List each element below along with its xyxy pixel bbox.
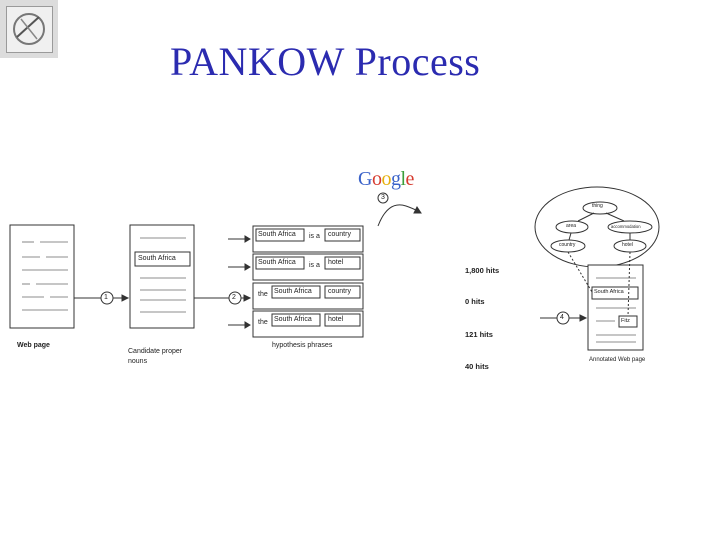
phrase-1-entity: South Africa xyxy=(258,231,296,238)
phrase-arrows xyxy=(228,235,251,329)
phrase-row-1 xyxy=(252,225,364,253)
candidate-label-2: nouns xyxy=(128,358,148,365)
hits-4: 40 hits xyxy=(465,362,489,371)
phrase-row-4 xyxy=(252,310,364,338)
step-3-label: 3 xyxy=(381,194,385,201)
phrase-1-middle: is a xyxy=(309,233,320,240)
step-2-circle xyxy=(228,291,242,305)
web-page-box xyxy=(9,224,75,329)
candidate-label-1: Candidate proper xyxy=(128,348,183,355)
phrase-3-prefix: the xyxy=(258,291,268,298)
node-area xyxy=(555,220,589,234)
step-2-label: 2 xyxy=(232,294,236,301)
candidate-south-africa-box xyxy=(134,251,191,267)
google-logo: Google xyxy=(358,168,414,190)
node-hotel-label: hotel xyxy=(622,242,633,248)
step-1-label: 1 xyxy=(104,294,108,301)
node-accommodation-label: accommodation xyxy=(611,224,641,229)
annotated-page-box xyxy=(587,264,644,351)
phrase-4-prefix: the xyxy=(258,319,268,326)
step-3-circle xyxy=(377,192,389,204)
phrase-row-2 xyxy=(252,253,364,281)
phrase-3-entity: South Africa xyxy=(274,288,312,295)
annotated-page-label: Annotated Web page xyxy=(589,357,646,363)
step-1-circle xyxy=(100,291,114,305)
phrase-3-concept: country xyxy=(328,288,351,295)
phrase-4-concept: hotel xyxy=(328,316,344,323)
phrase-2-concept: hotel xyxy=(328,259,344,266)
node-area-label: area xyxy=(566,223,577,229)
phrase-4-entity: South Africa xyxy=(274,316,312,323)
phrase-1-concept: country xyxy=(328,231,351,238)
web-page-label: Web page xyxy=(17,342,50,349)
annotated-south-africa: South Africa xyxy=(594,289,624,295)
hits-1: 1,800 hits xyxy=(465,266,500,275)
phrase-2-middle: is a xyxy=(309,262,320,269)
institution-logo xyxy=(6,6,53,53)
annotated-fitz: Fitz xyxy=(621,318,630,324)
slide-title: PANKOW Process xyxy=(170,39,481,84)
candidate-south-africa: South Africa xyxy=(138,255,176,262)
hits-3: 121 hits xyxy=(465,330,493,339)
node-country-label: country xyxy=(559,242,576,248)
phrase-2-entity: South Africa xyxy=(258,259,296,266)
candidate-box xyxy=(129,224,195,329)
logo-frame xyxy=(0,0,58,58)
hypothesis-label: hypothesis phrases xyxy=(272,342,333,349)
logo-emblem-graphic xyxy=(13,13,45,45)
node-thing-label: thing xyxy=(592,203,603,209)
step-4-circle xyxy=(556,311,570,325)
arrow-3 xyxy=(377,204,421,227)
phrase-row-3 xyxy=(252,282,364,310)
step-4-label: 4 xyxy=(560,314,564,321)
link-hotel xyxy=(627,251,631,317)
hits-2: 0 hits xyxy=(465,297,485,306)
node-thing xyxy=(582,201,618,215)
annotated-south-africa-box xyxy=(591,286,639,300)
